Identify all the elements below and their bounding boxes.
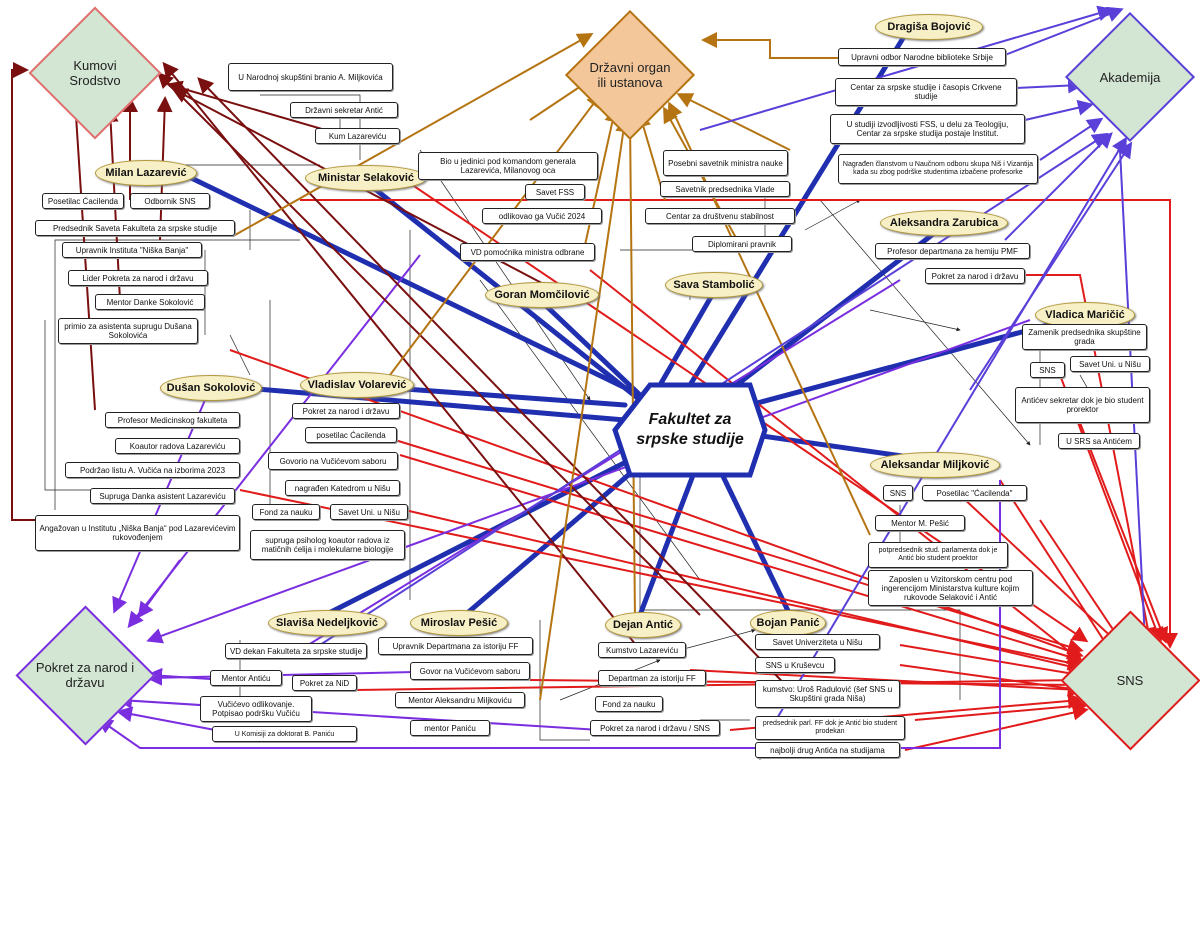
box-zaposlen: Zaposlen u Vizitorskom centru pod ingere… (868, 570, 1033, 606)
person-selakovic[interactable]: Ministar Selaković (305, 165, 427, 191)
box-sekretar: Državni sekretar Antić (290, 102, 398, 118)
person-miljkovic[interactable]: Aleksandar Miljković (870, 452, 1000, 478)
box-centar-crkvene: Centar za srpske studije i časopis Crkve… (835, 78, 1017, 106)
box-prof-med: Profesor Medicinskog fakulteta (105, 412, 240, 428)
box-koautor-laz: Koautor radova Lazareviću (115, 438, 240, 454)
akademija-line1: Akademija (1099, 69, 1161, 85)
category-akademija: Akademija (1064, 11, 1196, 143)
drzavni-line1: Državni organ (589, 60, 671, 75)
box-bio-komanda: Bio u jedinici pod komandom generala Laz… (418, 152, 598, 180)
box-kum-laz: Kum Lazareviću (315, 128, 400, 144)
pokret-line1: Pokret za narod i (35, 660, 135, 675)
kumovi-line1: Kumovi (73, 58, 117, 73)
box-mentor-pesic: Mentor M. Pešić (875, 515, 965, 531)
box-govorio-vol: Govorio na Vučićevom saboru (268, 452, 398, 470)
person-bojovic[interactable]: Dragiša Bojović (875, 14, 983, 40)
box-posetilac-milj: Posetilac "Ćacilenda" (922, 485, 1027, 501)
box-diplomirani: Diplomirani pravnik (692, 236, 792, 252)
box-fond-antic: Fond za nauku (595, 696, 663, 712)
box-savet-fss: Savet FSS (525, 184, 585, 200)
person-lazarevic[interactable]: Milan Lazarević (95, 160, 197, 186)
box-sns-milj: SNS (883, 485, 913, 501)
box-upravnik-ff: Upravnik Departmana za istoriju FF (378, 637, 533, 655)
box-govor-pesic: Govor na Vučićevom saboru (410, 662, 530, 680)
box-sns-krusevac: SNS u Kruševcu (755, 657, 835, 673)
box-savet-uni-panic: Savet Univerziteta u Nišu (755, 634, 880, 650)
hub-label: Fakultet za srpske studije (620, 410, 760, 450)
person-volarevic[interactable]: Vladislav Volarević (300, 372, 414, 398)
box-vucicevo: Vučićevo odlikovanje. Potpisao podršku V… (200, 696, 312, 722)
box-posetilac-laz: Posetilac Ćacilenda (42, 193, 124, 209)
box-kumstvo-laz: Kumstvo Lazareviću (598, 642, 686, 658)
box-pokret-zarubica: Pokret za narod i državu (925, 268, 1025, 284)
box-angazovan: Angažovan u Institutu „Niška Banja“ pod … (35, 515, 240, 551)
box-skupstina: U Narodnoj skupštini branio A. Miljković… (228, 63, 393, 91)
box-odbornik: Odbornik SNS (130, 193, 210, 209)
box-nagraden-odbor: Nagrađen članstvom u Naučnom odboru skup… (838, 154, 1038, 184)
box-savet-uni-maricic: Savet Uni. u Nišu (1070, 356, 1150, 372)
box-sns-maricic: SNS (1030, 362, 1065, 378)
person-panic[interactable]: Bojan Panić (750, 610, 826, 636)
hub-label-line1: Fakultet za (648, 411, 732, 428)
box-posebni-savetnik: Posebni savetnik ministra nauke (663, 150, 788, 176)
box-mentor-danke: Mentor Danke Sokolović (95, 294, 205, 310)
box-studija-fss: U studiji izvodljivosti FSS, u delu za T… (830, 114, 1025, 144)
box-predsednik-parl: predsednik parl. FF dok je Antić bio stu… (755, 716, 905, 740)
box-profesor-pmf: Profesor departmana za hemiju PMF (875, 243, 1030, 259)
box-vd-dekan: VD dekan Fakulteta za srpske studije (225, 643, 367, 659)
category-sns: SNS (1059, 609, 1200, 751)
box-fond-vol: Fond za nauku (252, 504, 320, 520)
box-pokret-vol: Pokret za narod i državu (292, 403, 400, 419)
box-kumstvo-radulovic: kumstvo: Uroš Radulović (šef SNS u Skupš… (755, 680, 900, 708)
box-odlikovao: odlikovao ga Vučić 2024 (482, 208, 602, 224)
drzavni-line2: ili ustanova (597, 75, 663, 90)
person-momcilovic[interactable]: Goran Momčilović (485, 282, 599, 308)
pokret-line2: državu (65, 675, 105, 690)
person-antic[interactable]: Dejan Antić (605, 612, 681, 638)
box-upravni-odbor: Upravni odbor Narodne biblioteke Srbije (838, 48, 1006, 66)
box-vd-pomocnik: VD pomoćnika ministra odbrane (460, 243, 595, 261)
kumovi-line2: Srodstvo (69, 73, 121, 88)
box-komisija: U Komisiji za doktorat B. Paniću (212, 726, 357, 742)
box-srs: U SRS sa Antićem (1058, 433, 1140, 449)
box-predsednik-saveta: Predsednik Saveta Fakulteta za srpske st… (35, 220, 235, 236)
sns-line1: SNS (1116, 672, 1144, 688)
box-centar-stabilnost: Centar za društvenu stabilnost (645, 208, 795, 224)
box-supruga-danka: Supruga Danka asistent Lazareviću (90, 488, 235, 504)
person-zarubica[interactable]: Aleksandra Zarubica (880, 210, 1008, 236)
person-sokolovic[interactable]: Dušan Sokolović (160, 375, 262, 401)
box-savet-vol: Savet Uni. u Nišu (330, 504, 408, 520)
box-mentor-milj: Mentor Aleksandru Miljkoviću (395, 692, 525, 708)
box-mentor-anticu: Mentor Antiću (210, 670, 282, 686)
box-savetnik-vlade: Savetnik predsednika Vlade (660, 181, 790, 197)
red-links (229, 179, 1178, 751)
box-anticev-sekretar: Antićev sekretar dok je bio student pror… (1015, 387, 1150, 423)
box-mentor-panicu: mentor Paniću (410, 720, 490, 736)
akademija-links (319, 5, 1146, 731)
box-posetilac-vol: posetilac Ćacilenda (305, 427, 397, 443)
box-pokret-sns: Pokret za narod i državu / SNS (590, 720, 720, 736)
box-najbolji: najbolji drug Antića na studijama (755, 742, 900, 758)
person-nedeljkovic[interactable]: Slaviša Nedeljković (268, 610, 386, 636)
box-pokret-nid: Pokret za NiD (292, 675, 357, 691)
hub-label-line2: srpske studije (636, 431, 744, 448)
person-maricic[interactable]: Vladica Maričić (1035, 302, 1135, 328)
hub-hexagon (612, 382, 768, 478)
box-departman-ff: Departman za istoriju FF (598, 670, 706, 686)
box-primio: primio za asistenta suprugu Dušana Sokol… (58, 318, 198, 344)
box-lider: Lider Pokreta za narod i državu (68, 270, 208, 286)
box-nagraden-katedra: nagrađen Katedrom u Nišu (285, 480, 400, 496)
box-supruga-psiholog: supruga psiholog koautor radova iz matič… (250, 530, 405, 560)
box-upravnik-nb: Upravnik Instituta "Niška Banja" (62, 242, 202, 258)
box-podrzao: Podržao listu A. Vučića na izborima 2023 (65, 462, 240, 478)
box-zamenik: Zamenik predsednika skupštine grada (1022, 324, 1147, 350)
box-potpredsednik: potpredsednik stud. parlamenta dok je An… (868, 542, 1008, 568)
person-stambolic[interactable]: Sava Stambolić (665, 272, 763, 298)
person-pesic[interactable]: Miroslav Pešić (410, 610, 508, 636)
